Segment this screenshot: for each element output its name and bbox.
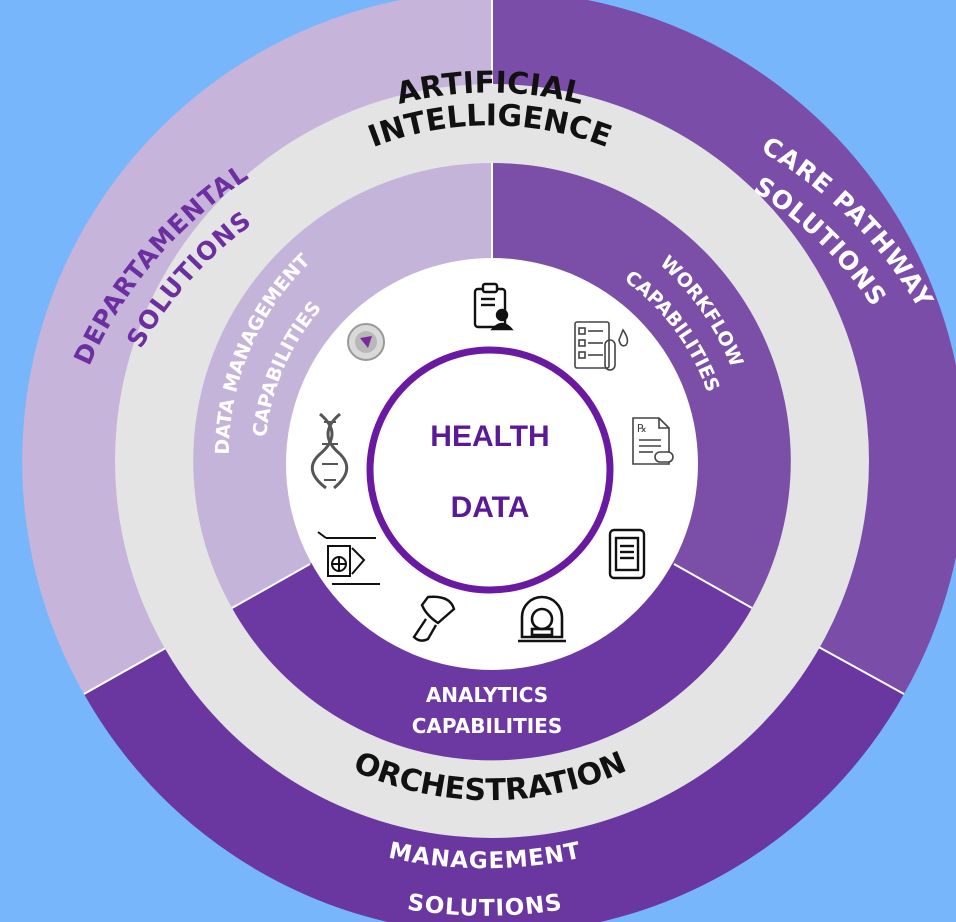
pathology-cell-icon (347, 323, 385, 361)
analytics-label-1: ANALYTICS (426, 683, 548, 707)
analytics-label-2: CAPABILITIES (412, 714, 562, 738)
data-label: DATA (451, 491, 530, 524)
lab-test-icon (574, 321, 629, 371)
health-label: HEALTH (430, 420, 549, 453)
mri-scanner-icon (518, 595, 566, 643)
prescription-icon: ℞ (632, 417, 674, 465)
dna-icon (310, 412, 349, 490)
tablet-report-icon (608, 528, 646, 580)
ultrasound-probe-icon (412, 595, 456, 642)
clipboard-patient-icon (473, 282, 514, 331)
radiotherapy-icon (317, 531, 380, 585)
svg-text:℞: ℞ (637, 422, 647, 435)
health-data-ring (366, 346, 614, 594)
